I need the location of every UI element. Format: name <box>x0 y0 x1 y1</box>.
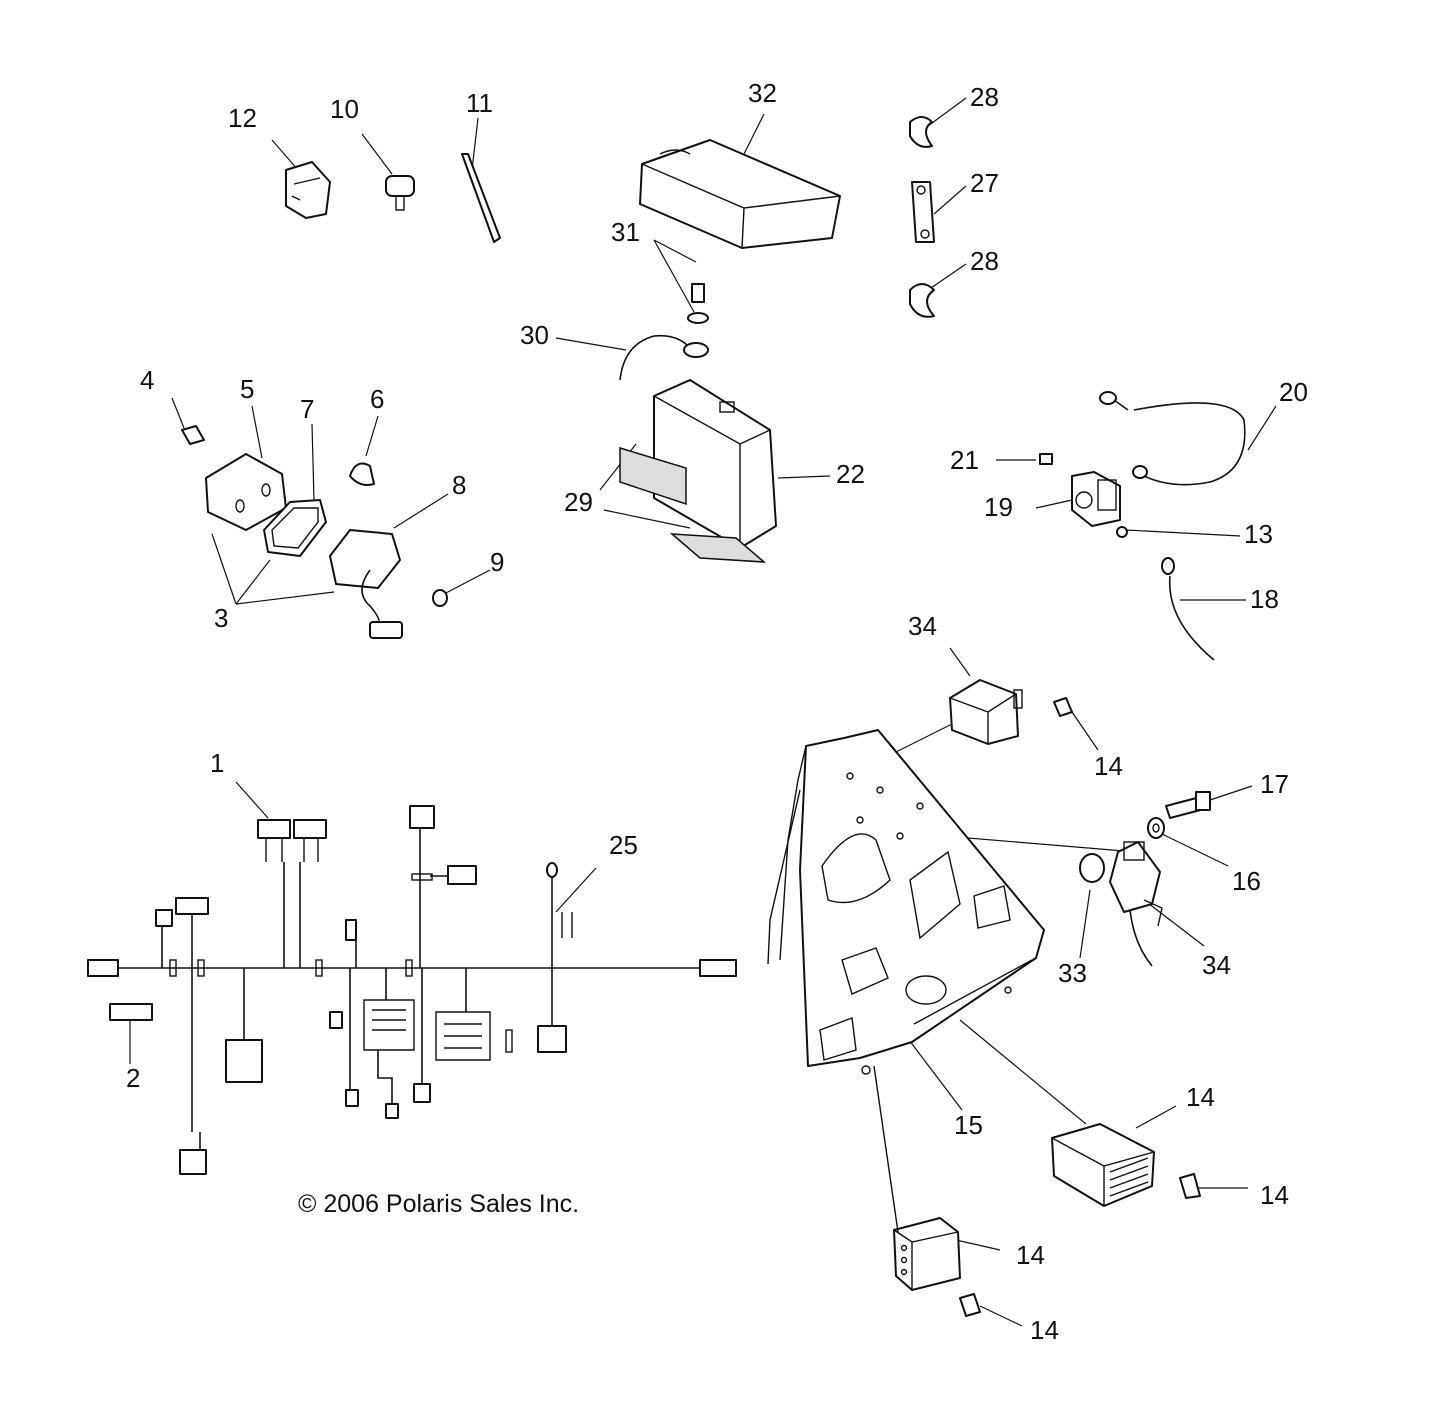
callout-1: 1 <box>210 748 224 778</box>
part-14-screw-right <box>1179 1173 1201 1199</box>
part-26-decals <box>619 446 767 563</box>
part-4-screw <box>181 425 205 445</box>
part-14-screw-bottom <box>959 1293 981 1317</box>
part-32-nut <box>1079 853 1105 883</box>
callout-16: 16 <box>1232 866 1261 896</box>
part-21-solenoid <box>1071 471 1121 527</box>
part-17-panel <box>767 729 1045 1075</box>
leader-lines <box>129 97 1277 1327</box>
callout-31: 32 <box>748 78 777 108</box>
callout-11: 11 <box>466 88 493 118</box>
callout-28-bottom: 28 <box>970 246 999 276</box>
callout-9: 9 <box>490 547 504 577</box>
part-33-ignition-coil <box>1109 841 1163 967</box>
callout-27: 27 <box>970 168 999 198</box>
callout-24: 22 <box>836 459 865 489</box>
callout-17: 15 <box>954 1110 983 1140</box>
part-18-regulator <box>1051 1123 1155 1207</box>
callout-12: 12 <box>228 103 257 133</box>
callout-29: 30 <box>520 320 549 350</box>
callout-23: 21 <box>950 445 979 475</box>
part-22-cable <box>1099 391 1246 486</box>
part-27-28-strap <box>909 116 935 318</box>
part-7-gasket <box>263 499 327 557</box>
callout-14-right: 14 <box>1260 1180 1289 1210</box>
copyright-notice: © 2006 Polaris Sales Inc. <box>298 1190 579 1218</box>
part-20-cable <box>1161 557 1215 661</box>
part-14-screw-top <box>1053 697 1073 717</box>
callout-2: 2 <box>126 1063 140 1093</box>
callout-labels: 12 10 11 32 28 27 28 31 30 4 5 7 6 8 9 3… <box>126 78 1308 1345</box>
callout-5: 5 <box>240 374 254 404</box>
callout-6: 6 <box>370 384 384 414</box>
callout-34: 34 <box>908 611 937 641</box>
callout-14-bottom: 14 <box>1030 1315 1059 1345</box>
part-34-module <box>949 679 1023 745</box>
part-2-label <box>109 1003 153 1021</box>
callout-20: 18 <box>1250 584 1279 614</box>
part-10-clip <box>385 175 415 211</box>
part-30-bolt-washer <box>687 283 709 324</box>
part-13-nut <box>1116 526 1128 538</box>
callout-19: 17 <box>1260 769 1289 799</box>
part-15-module <box>873 1065 961 1291</box>
callout-22: 20 <box>1279 377 1308 407</box>
callout-14-top: 14 <box>1094 751 1123 781</box>
callout-32: 33 <box>1058 958 1087 988</box>
callout-13: 13 <box>1244 519 1273 549</box>
part-31-cover <box>639 139 841 249</box>
callout-30: 31 <box>611 217 640 247</box>
callout-21: 19 <box>984 492 1013 522</box>
callout-3: 3 <box>214 603 228 633</box>
callout-28-top: 28 <box>970 82 999 112</box>
callout-8: 8 <box>452 470 466 500</box>
part-24-battery <box>653 379 777 549</box>
part-8-lamp <box>329 529 403 639</box>
part-1-wiring-harness <box>87 805 737 1175</box>
callout-25: 25 <box>609 830 638 860</box>
callout-18: 14 <box>1186 1082 1215 1112</box>
callout-4: 4 <box>140 365 154 395</box>
part-16-washer <box>1147 817 1165 839</box>
callout-15: 14 <box>1016 1240 1045 1270</box>
part-11-cable-tie <box>461 153 501 243</box>
part-12-bracket <box>285 161 331 219</box>
callout-33: 34 <box>1202 950 1231 980</box>
part-19-bolt <box>1165 791 1211 819</box>
part-6-bulb <box>349 462 375 486</box>
callout-7: 7 <box>300 394 314 424</box>
part-29-cable <box>619 334 709 381</box>
callout-10: 10 <box>330 94 359 124</box>
part-9-nut <box>432 589 448 607</box>
part-23-screw <box>1039 453 1053 465</box>
callout-26: 29 <box>564 487 593 517</box>
